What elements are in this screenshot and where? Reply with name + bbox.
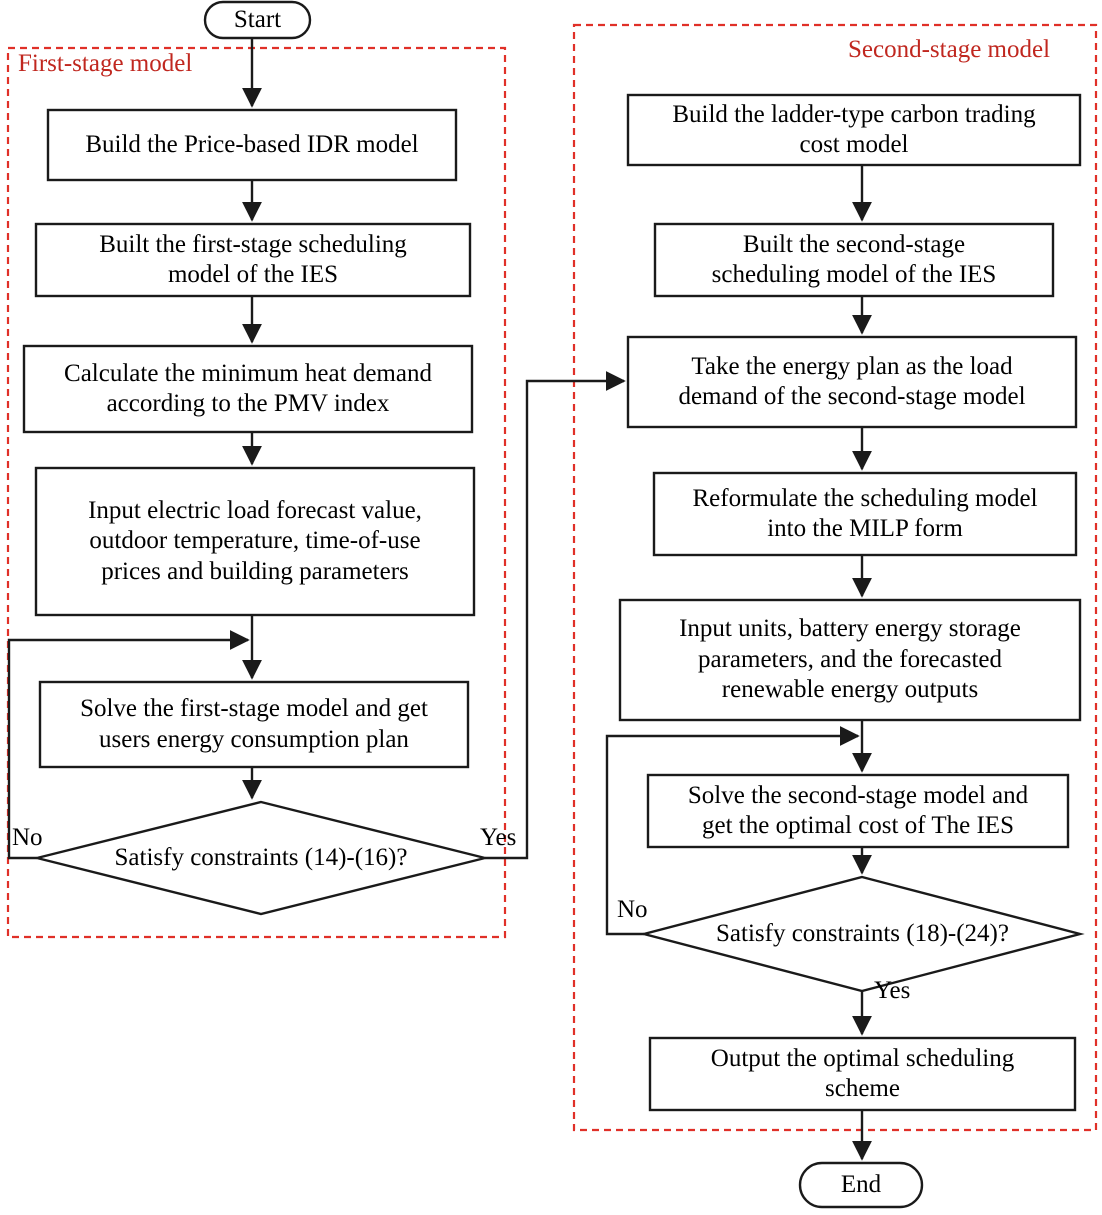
node-p3-shape[interactable] bbox=[22, 344, 474, 434]
node-q2-shape[interactable] bbox=[653, 222, 1055, 298]
node-q5-shape[interactable] bbox=[618, 598, 1082, 722]
node-q6-shape[interactable] bbox=[646, 773, 1070, 849]
group-label-second-stage: Second-stage model bbox=[848, 36, 1051, 63]
edge-d1-yes-to-q3 bbox=[485, 371, 626, 860]
edge-label-d2-no: No bbox=[617, 896, 648, 923]
group-box-first-stage bbox=[6, 46, 507, 939]
node-q7-shape[interactable] bbox=[648, 1036, 1077, 1112]
edge-d2-no-loop bbox=[605, 726, 860, 936]
right-column-shapes bbox=[618, 93, 1085, 1209]
node-q4-shape[interactable] bbox=[652, 471, 1078, 557]
node-q3-shape[interactable] bbox=[626, 335, 1078, 429]
node-d2-shape[interactable] bbox=[639, 875, 1085, 993]
node-d1-shape[interactable] bbox=[36, 800, 486, 916]
left-column-shapes bbox=[22, 0, 486, 916]
node-q1-shape[interactable] bbox=[626, 93, 1082, 167]
node-p2-shape[interactable] bbox=[34, 222, 472, 298]
edge-d1-no-loop bbox=[7, 630, 250, 860]
node-start-shape[interactable] bbox=[203, 0, 312, 40]
edge-label-d1-no: No bbox=[12, 824, 43, 851]
left-column-connectors bbox=[7, 38, 626, 860]
right-column-connectors bbox=[605, 165, 872, 1161]
node-p5-shape[interactable] bbox=[38, 680, 470, 769]
edge-label-d2-yes: Yes bbox=[874, 977, 911, 1004]
node-p4-shape[interactable] bbox=[34, 466, 476, 617]
group-box-second-stage bbox=[572, 23, 1098, 1132]
node-p1-shape[interactable] bbox=[46, 108, 458, 182]
group-label-first-stage: First-stage model bbox=[18, 50, 193, 77]
group-boxes bbox=[6, 23, 1098, 1132]
edge-label-d1-yes: Yes bbox=[480, 824, 517, 851]
node-end-shape[interactable] bbox=[798, 1161, 924, 1209]
